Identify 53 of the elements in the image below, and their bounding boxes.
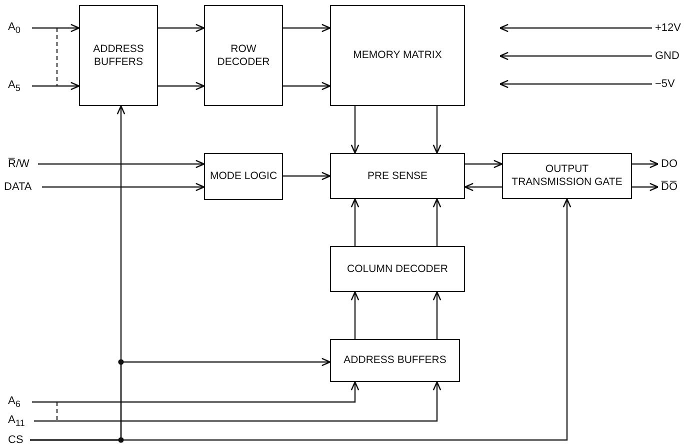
block-box (330, 5, 465, 106)
arrow (32, 381, 360, 403)
block-label: MEMORY MATRIX (352, 49, 443, 62)
arrow (632, 160, 659, 168)
arrow (32, 82, 80, 90)
signal-label: GND (655, 50, 680, 62)
arrow (350, 106, 360, 154)
signal-label: A$_{6}$ (8, 394, 20, 410)
arrow (34, 381, 442, 422)
arrow (464, 182, 502, 192)
arrow (32, 24, 80, 32)
signal-label: CS (8, 434, 24, 446)
arrow (30, 198, 572, 441)
block-label: ADDRESS BUFFERS (92, 42, 145, 68)
signal-label: D̅O̅ (661, 181, 678, 193)
block-label: MODE LOGIC (208, 170, 278, 183)
block-label: COLUMN DECODER (346, 262, 449, 276)
arrow (38, 160, 205, 168)
arrow (283, 24, 331, 32)
block-box (79, 5, 158, 106)
arrow (350, 198, 360, 246)
block-label: PRE SENSE (366, 170, 429, 182)
signal-label: +12V (655, 22, 681, 34)
block-box (330, 246, 465, 292)
signal-label: A$_{0}$ (8, 20, 20, 36)
arrow (499, 52, 652, 60)
block-box (502, 153, 632, 199)
block-box (330, 153, 465, 199)
block-label: OUTPUT TRANSMISSION GATE (510, 163, 624, 189)
arrow (499, 80, 652, 88)
arrow (158, 82, 205, 90)
block-label: ADDRESS BUFFERS (342, 354, 448, 367)
arrow (465, 160, 503, 168)
arrow (350, 291, 360, 339)
arrow (432, 106, 442, 154)
signal-label: DATA (4, 181, 32, 193)
arrow (283, 82, 331, 90)
block-label: ROW DECODER (216, 42, 271, 68)
block-box (204, 5, 283, 106)
arrow (499, 24, 652, 32)
arrow (42, 182, 205, 192)
signal-label: A$_{5}$ (8, 78, 20, 94)
arrow (158, 24, 205, 32)
arrow (432, 198, 442, 246)
signal-label: DO (661, 158, 678, 170)
arrow (283, 172, 331, 180)
signal-label: A$_{11}$ (8, 414, 25, 428)
block-box (204, 153, 283, 200)
arrow (432, 291, 442, 339)
signal-label: R̅/W (8, 158, 30, 170)
signal-label: −5V (655, 78, 675, 90)
arrow (632, 182, 659, 192)
block-box (330, 339, 460, 382)
